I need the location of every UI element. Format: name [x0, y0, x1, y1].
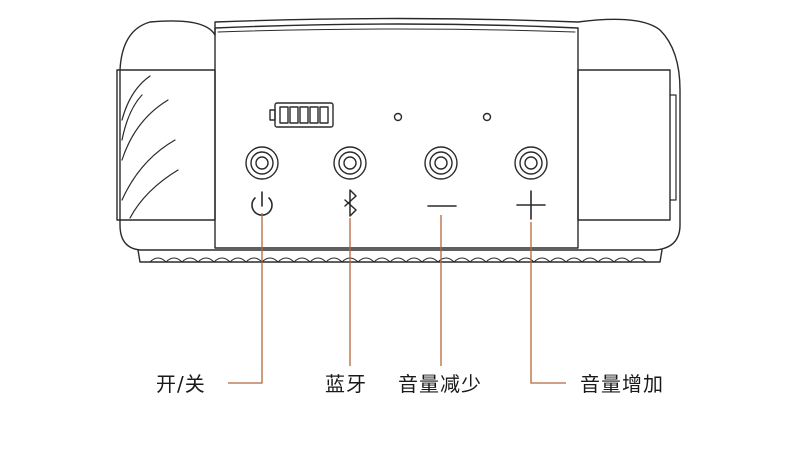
- battery-icon: [269, 102, 334, 128]
- power-button: [245, 146, 279, 180]
- left-strap: [116, 69, 216, 221]
- led-indicator-1: [393, 112, 403, 122]
- right-strap: [577, 69, 671, 221]
- volume-down-button: [424, 146, 458, 180]
- control-panel: [214, 23, 579, 249]
- plus-icon: [516, 190, 546, 220]
- speaker-feet-ridges: [149, 257, 647, 263]
- volume-up-button: [514, 146, 548, 180]
- bluetooth-icon: [344, 189, 357, 217]
- label-volume-up: 音量增加: [580, 372, 664, 396]
- left-strap-pattern: [121, 75, 179, 219]
- leader-volume-up: [530, 222, 566, 384]
- speaker-feet: [137, 249, 663, 263]
- led-indicator-2: [482, 112, 492, 122]
- label-power: 开/关: [156, 372, 206, 396]
- leader-lines: [228, 213, 566, 384]
- power-icon: [251, 191, 273, 216]
- bluetooth-button: [333, 146, 367, 180]
- label-volume-down: 音量减少: [398, 372, 482, 396]
- speaker-body: [119, 17, 681, 251]
- leader-power: [228, 213, 263, 384]
- label-bluetooth: 蓝牙: [325, 372, 367, 396]
